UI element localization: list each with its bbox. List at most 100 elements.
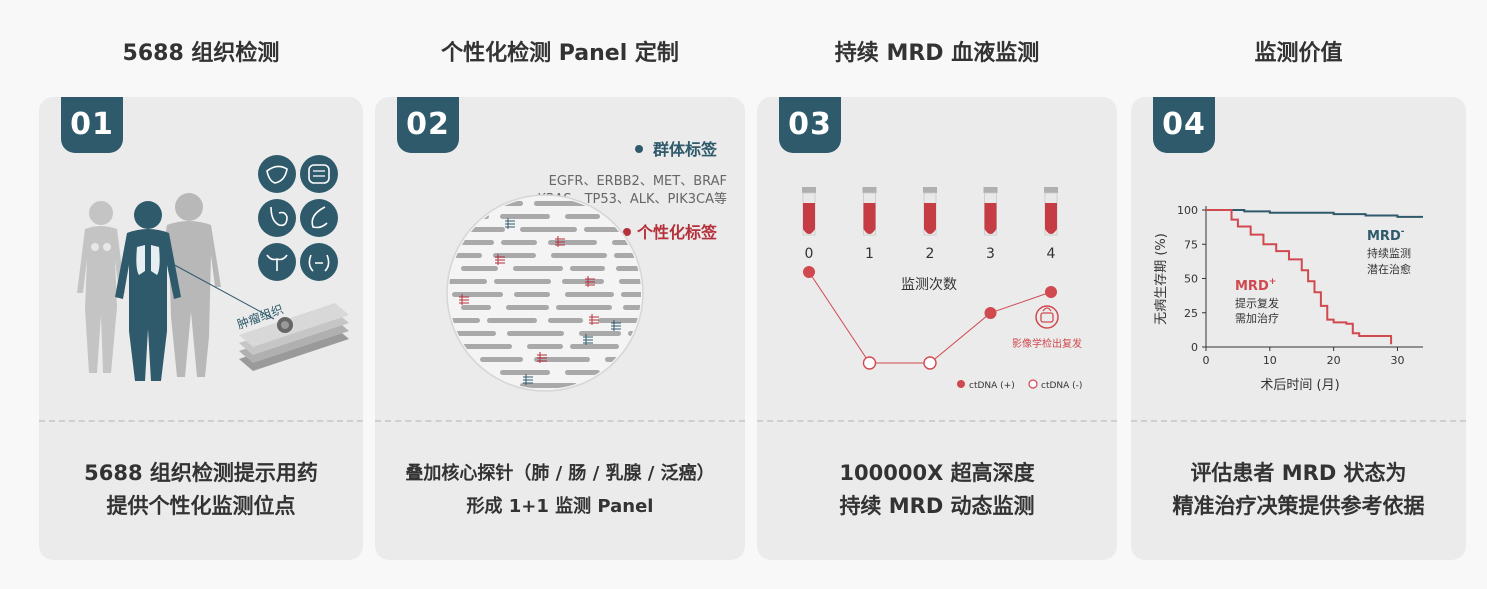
probe-bar xyxy=(623,305,641,310)
group-tag-label: 群体标签 xyxy=(653,140,718,159)
probe-bar xyxy=(514,292,550,297)
probe-bar xyxy=(452,292,503,297)
probe-marker xyxy=(585,276,595,287)
probe-bar xyxy=(598,318,641,323)
card-description: 100000X 超高深度 持续 MRD 动态监测 xyxy=(757,457,1117,523)
probe-bar xyxy=(630,344,641,349)
y-axis-label: 无病生存期 (%) xyxy=(1154,233,1169,325)
probe-marker xyxy=(537,352,547,363)
tube-label: 3 xyxy=(986,246,995,262)
description-line-1: 100000X 超高深度 xyxy=(839,461,1035,485)
probe-bar xyxy=(562,279,604,284)
ctdna-positive-point xyxy=(1045,286,1057,299)
probe-bar xyxy=(494,279,551,284)
divider xyxy=(375,420,745,422)
probe-bar xyxy=(461,305,491,310)
mrd-negative-line-2: 潜在治愈 xyxy=(1367,262,1411,276)
probe-bar xyxy=(506,305,549,310)
description-line-1: 叠加核心探针（肺 / 肠 / 乳腺 / 泛癌） xyxy=(405,463,715,484)
personal-tag-dot xyxy=(623,228,631,236)
legend-positive-marker xyxy=(957,380,965,388)
probe-bar xyxy=(607,370,641,375)
y-tick-label: 100 xyxy=(1177,204,1198,217)
step-badge: 02 xyxy=(397,97,459,153)
probe-bar xyxy=(565,292,614,297)
x-tick-label: 30 xyxy=(1390,354,1404,367)
description-line-2: 提供个性化监测位点 xyxy=(106,494,296,518)
probe-bar xyxy=(534,201,590,206)
personal-tag-label: 个性化标签 xyxy=(636,223,718,242)
imaging-icon xyxy=(1035,305,1059,329)
probe-bar xyxy=(628,331,641,336)
tissue-slides-icon xyxy=(239,303,349,371)
probe-marker xyxy=(459,294,469,305)
stomach-icon xyxy=(258,199,296,237)
tissue-illustration: 肿瘤组织 xyxy=(77,155,349,381)
probe-bar xyxy=(513,266,563,271)
probe-bar xyxy=(653,357,707,362)
probe-bar xyxy=(607,214,641,219)
probe-bar xyxy=(548,318,583,323)
probe-bar xyxy=(449,318,480,323)
probe-bar xyxy=(452,331,496,336)
series-line-mrd-positive xyxy=(1206,209,1393,345)
step-badge: 04 xyxy=(1153,97,1215,153)
chart-series xyxy=(1206,209,1423,345)
probe-bar xyxy=(520,227,577,232)
ctdna-negative-point xyxy=(862,356,877,370)
body-silhouette-main xyxy=(115,201,181,381)
mrd-positive-line-2: 需加治疗 xyxy=(1235,311,1279,325)
probe-bar xyxy=(449,240,494,245)
legend-positive-label: ctDNA (+) xyxy=(969,381,1015,391)
tube-label: 0 xyxy=(805,246,814,262)
blood-tube: 0 xyxy=(802,187,816,262)
probe-bar xyxy=(570,344,619,349)
mrd-negative-line-1: 持续监测 xyxy=(1367,246,1411,260)
organ-icons xyxy=(258,155,338,281)
column-title-3: 持续 MRD 血液监测 xyxy=(834,41,1040,66)
axis-label: 监测次数 xyxy=(901,277,957,293)
probe-bar xyxy=(534,357,590,362)
legend-negative-marker xyxy=(1028,379,1038,389)
probe-bar xyxy=(570,266,605,271)
probe-bar xyxy=(653,318,686,323)
mrd-negative-sup: - xyxy=(1401,227,1405,237)
probe-bar xyxy=(501,240,537,245)
probe-bar xyxy=(461,383,505,388)
card-description: 叠加核心探针（肺 / 肠 / 乳腺 / 泛癌） 形成 1+1 监测 Panel xyxy=(375,457,745,523)
mrd-positive-text: MRD xyxy=(1235,279,1269,294)
blood-tube: 3 xyxy=(983,187,998,262)
intestine-icon xyxy=(300,155,338,193)
probe-marker xyxy=(555,236,565,247)
blood-tube: 1 xyxy=(862,187,877,262)
probe-bar xyxy=(584,227,626,232)
panel-illustration: 群体标签 EGFR、ERBB2、MET、BRAF KRAS、TP53、ALK、P… xyxy=(446,140,727,392)
probe-bar xyxy=(579,331,621,336)
ctdna-negative-point xyxy=(923,356,937,370)
breast-icon xyxy=(300,199,338,237)
mrd-positive-sup: + xyxy=(1269,277,1277,287)
probe-marker xyxy=(589,314,599,325)
mrd-positive-label: MRD+ xyxy=(1235,277,1276,294)
card-description: 评估患者 MRD 状态为 精准治疗决策提供参考依据 xyxy=(1131,457,1466,523)
card-tissue-test: 01 xyxy=(39,97,363,560)
probe-bar xyxy=(461,227,505,232)
y-tick-label: 25 xyxy=(1184,307,1198,320)
probe-bar xyxy=(449,201,473,206)
ctdna-positive-point xyxy=(984,306,997,319)
divider xyxy=(1131,420,1466,422)
mrd-positive-line-1: 提示复发 xyxy=(1235,296,1279,310)
blood-tube: 2 xyxy=(923,187,937,262)
probe-marker xyxy=(611,320,621,331)
mrd-negative-text: MRD xyxy=(1367,229,1401,244)
probe-bar xyxy=(621,292,641,297)
probe-marker xyxy=(523,374,533,385)
group-tag-dot xyxy=(635,145,643,153)
x-tick-label: 20 xyxy=(1327,354,1341,367)
column-title-2: 个性化检测 Panel 定制 xyxy=(441,41,679,66)
